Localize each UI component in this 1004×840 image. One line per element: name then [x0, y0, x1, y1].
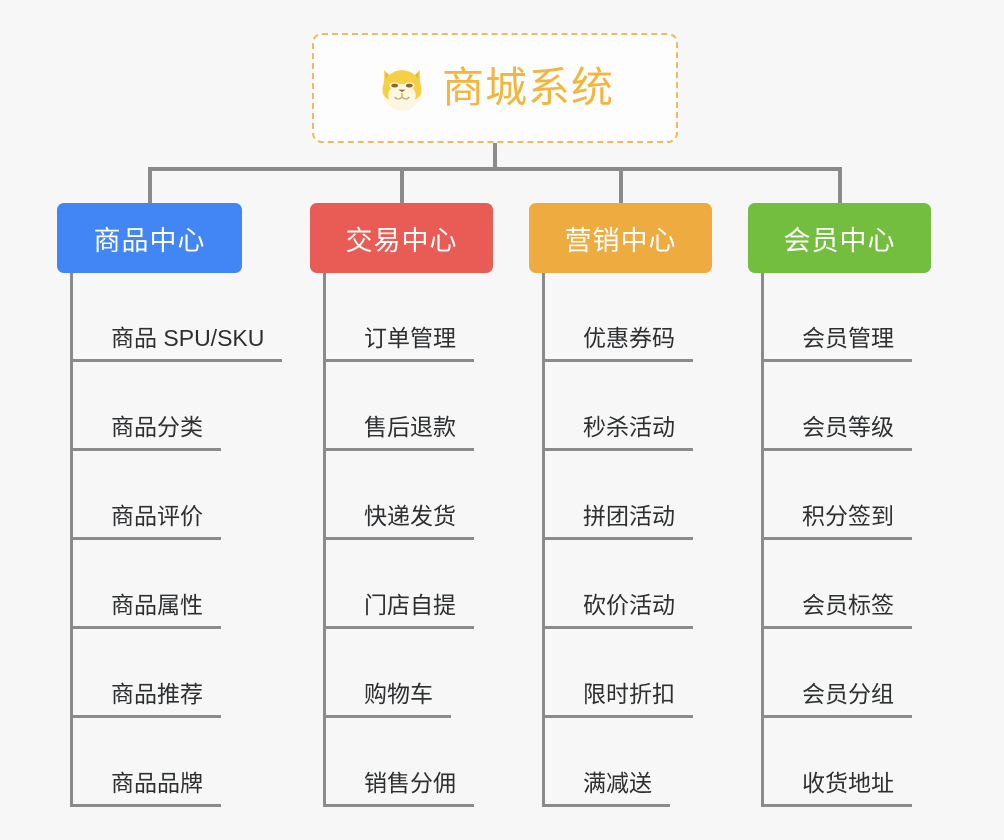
connector-drop-1: [148, 167, 152, 205]
list-item[interactable]: 商品评价: [73, 451, 297, 540]
list-item[interactable]: 会员分组: [764, 629, 968, 718]
item-label: 商品属性: [73, 594, 221, 629]
list-item[interactable]: 砍价活动: [545, 540, 749, 629]
list-item[interactable]: 优惠券码: [545, 273, 749, 362]
list-item[interactable]: 销售分佣: [326, 718, 530, 807]
item-list-member: 会员管理 会员等级 积分签到 会员标签 会员分组 收货地址: [761, 273, 968, 807]
item-list-trade: 订单管理 售后退款 快递发货 门店自提 购物车 销售分佣: [323, 273, 530, 807]
branch-column-trade: 交易中心 订单管理 售后退款 快递发货 门店自提 购物车 销售分佣: [310, 203, 530, 807]
item-label: 优惠券码: [545, 327, 693, 362]
item-list-marketing: 优惠券码 秒杀活动 拼团活动 砍价活动 限时折扣 满减送: [542, 273, 749, 807]
item-label: 会员分组: [764, 683, 912, 718]
item-label: 满减送: [545, 772, 670, 807]
item-label: 砍价活动: [545, 594, 693, 629]
branch-column-member: 会员中心 会员管理 会员等级 积分签到 会员标签 会员分组 收货地址: [748, 203, 968, 807]
list-item[interactable]: 商品 SPU/SKU: [73, 273, 297, 362]
connector-drop-4: [838, 167, 842, 205]
connector-root-stem: [493, 143, 497, 171]
list-item[interactable]: 售后退款: [326, 362, 530, 451]
item-label: 会员等级: [764, 416, 912, 451]
connector-drop-3: [619, 167, 623, 205]
list-item[interactable]: 积分签到: [764, 451, 968, 540]
list-item[interactable]: 收货地址: [764, 718, 968, 807]
connector-bus: [148, 167, 842, 171]
list-item[interactable]: 购物车: [326, 629, 530, 718]
item-label: 销售分佣: [326, 772, 474, 807]
item-label: 快递发货: [326, 505, 474, 540]
category-header-marketing[interactable]: 营销中心: [529, 203, 712, 273]
item-label: 门店自提: [326, 594, 474, 629]
list-item[interactable]: 会员标签: [764, 540, 968, 629]
branch-column-marketing: 营销中心 优惠券码 秒杀活动 拼团活动 砍价活动 限时折扣 满减送: [529, 203, 749, 807]
shiba-dog-face-icon: [382, 70, 422, 111]
connector-drop-2: [400, 167, 404, 205]
item-label: 商品推荐: [73, 683, 221, 718]
item-label: 商品分类: [73, 416, 221, 451]
category-header-product[interactable]: 商品中心: [57, 203, 242, 273]
list-item[interactable]: 拼团活动: [545, 451, 749, 540]
list-item[interactable]: 满减送: [545, 718, 749, 807]
list-item[interactable]: 订单管理: [326, 273, 530, 362]
item-label: 购物车: [326, 683, 451, 718]
branch-column-product: 商品中心 商品 SPU/SKU 商品分类 商品评价 商品属性 商品推荐 商品品牌: [57, 203, 297, 807]
list-item[interactable]: 会员等级: [764, 362, 968, 451]
list-item[interactable]: 限时折扣: [545, 629, 749, 718]
item-label: 限时折扣: [545, 683, 693, 718]
root-node[interactable]: 商城系统: [312, 33, 678, 143]
list-item[interactable]: 商品分类: [73, 362, 297, 451]
item-list-product: 商品 SPU/SKU 商品分类 商品评价 商品属性 商品推荐 商品品牌: [70, 273, 297, 807]
item-label: 订单管理: [326, 327, 474, 362]
list-item[interactable]: 商品品牌: [73, 718, 297, 807]
item-label: 收货地址: [764, 772, 912, 807]
item-label: 拼团活动: [545, 505, 693, 540]
list-item[interactable]: 商品推荐: [73, 629, 297, 718]
item-label: 秒杀活动: [545, 416, 693, 451]
list-item[interactable]: 会员管理: [764, 273, 968, 362]
item-label: 商品 SPU/SKU: [73, 327, 283, 362]
root-label: 商城系统: [441, 64, 614, 111]
list-item[interactable]: 秒杀活动: [545, 362, 749, 451]
item-label: 会员标签: [764, 594, 912, 629]
item-label: 商品评价: [73, 505, 221, 540]
category-header-member[interactable]: 会员中心: [748, 203, 931, 273]
item-label: 售后退款: [326, 416, 474, 451]
item-label: 会员管理: [764, 327, 912, 362]
list-item[interactable]: 门店自提: [326, 540, 530, 629]
list-item[interactable]: 商品属性: [73, 540, 297, 629]
category-header-trade[interactable]: 交易中心: [310, 203, 493, 273]
item-label: 商品品牌: [73, 772, 221, 807]
list-item[interactable]: 快递发货: [326, 451, 530, 540]
item-label: 积分签到: [764, 505, 912, 540]
